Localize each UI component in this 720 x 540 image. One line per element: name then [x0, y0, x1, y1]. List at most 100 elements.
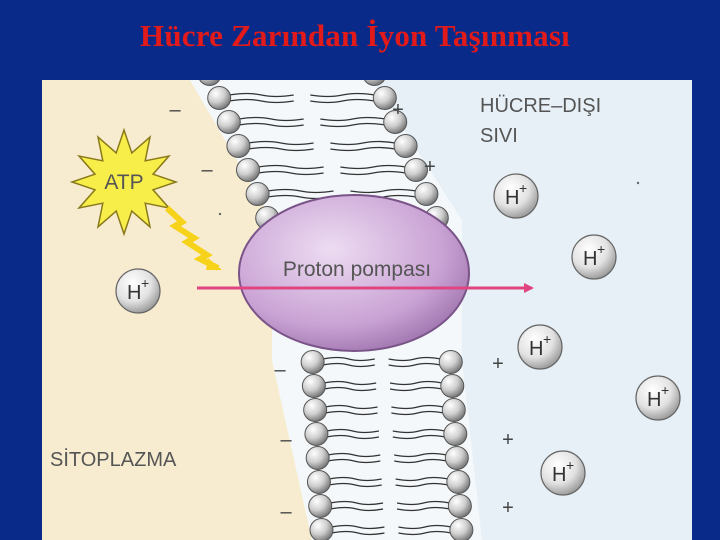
lipid-head	[364, 80, 385, 86]
slide-title: Hücre Zarından İyon Taşınması	[140, 18, 570, 53]
lipid-head	[303, 398, 328, 422]
lipid-head	[447, 494, 472, 518]
ion-symbol: H	[583, 248, 597, 270]
proton-ion: H+	[540, 450, 586, 496]
lipid-tail	[388, 362, 441, 368]
lipid-tail	[327, 452, 381, 458]
lipid-tail	[328, 476, 382, 482]
lipid-head	[236, 158, 260, 182]
lipid-head	[372, 86, 397, 110]
lipid-tail	[327, 458, 381, 464]
lipid-tail	[238, 122, 304, 128]
lipid-head	[446, 470, 471, 494]
lipid-tail	[325, 410, 378, 416]
lipid-head	[441, 398, 466, 422]
lipid-head	[414, 182, 439, 206]
cytoplasm-label: SİTOPLAZMA	[50, 448, 177, 471]
diagram-canvas: ATP Proton pompası HÜCRE–DIŞI SIVI SİTOP…	[42, 80, 692, 540]
lipid-tail	[326, 428, 380, 434]
lipid-head	[300, 350, 325, 374]
proton-ion: H+	[635, 375, 681, 421]
lipid-tail	[389, 380, 443, 386]
ion-symbol: H	[552, 464, 566, 486]
lipid-head	[216, 110, 241, 134]
membrane-diagram: ATP Proton pompası HÜCRE–DIŞI SIVI SİTOP…	[42, 80, 692, 540]
minus-charge: –	[201, 159, 213, 181]
lipid-head	[444, 446, 469, 470]
lipid-tail	[320, 116, 386, 122]
lipid-tail	[257, 164, 324, 170]
proton-ion: H+	[115, 268, 161, 314]
lipid-tail	[330, 506, 384, 512]
lipid-tail	[248, 140, 314, 146]
lipid-tail	[396, 500, 450, 506]
speck	[218, 212, 222, 216]
lipid-head	[305, 446, 330, 470]
charge-signs: ––++–––+++	[169, 99, 513, 523]
lipid-head	[440, 374, 465, 398]
lipid-tail	[328, 482, 382, 488]
lipid-tail	[323, 386, 377, 392]
lipid-tail	[392, 428, 446, 434]
ion-charge: +	[543, 331, 551, 347]
minus-charge: –	[280, 501, 292, 523]
ion-symbol: H	[529, 338, 543, 360]
lipid-tail	[330, 500, 384, 506]
lipid-tail	[391, 410, 444, 416]
lipid-tail	[340, 164, 407, 170]
atp-burst: ATP	[69, 127, 179, 237]
ion-charge: +	[661, 382, 669, 398]
lipid-tail	[229, 98, 294, 104]
ion-symbol: H	[647, 389, 661, 411]
ion-charge: +	[519, 180, 527, 196]
lipid-head	[245, 182, 270, 206]
speck	[636, 181, 640, 185]
energy-bolt-icon	[164, 205, 220, 271]
plus-charge: +	[392, 99, 404, 121]
lipid-tail	[330, 140, 396, 146]
lipid-tail	[331, 530, 385, 536]
lipid-tail	[310, 92, 375, 98]
plus-charge: +	[492, 353, 504, 375]
lipid-tail	[322, 362, 375, 368]
lipid-tail	[257, 170, 324, 176]
lipid-tail	[322, 356, 375, 362]
lipid-head	[199, 80, 220, 86]
lipid-tail	[394, 458, 447, 464]
lipid-head	[301, 374, 326, 398]
minus-charge: –	[274, 359, 286, 381]
lipid-head	[207, 86, 232, 110]
proton-ion: H+	[571, 234, 617, 280]
lipid-tail	[326, 434, 380, 440]
proton-pump	[238, 194, 470, 352]
proton-ion: H+	[493, 173, 539, 219]
plus-charge: +	[502, 429, 514, 451]
lipid-head	[393, 134, 418, 158]
lipid-tail	[388, 356, 441, 362]
minus-charge: –	[280, 429, 292, 451]
lipid-tail	[394, 452, 447, 458]
lipid-tail	[320, 122, 386, 128]
proton-ions: H+H+H+H+H+H+	[115, 173, 681, 496]
lipid-tail	[392, 434, 446, 440]
lipid-tail	[395, 482, 449, 488]
extracellular-label-line2: SIVI	[480, 125, 518, 147]
lipid-tail	[325, 404, 378, 410]
lipid-tail	[395, 476, 449, 482]
lipid-tail	[267, 188, 334, 194]
lipid-head	[438, 350, 463, 374]
lipid-tail	[330, 146, 396, 152]
lipid-head	[449, 518, 474, 540]
lipid-bilayer	[199, 80, 474, 540]
lipid-tail	[391, 404, 444, 410]
plus-charge: +	[424, 156, 436, 178]
lipid-head	[383, 110, 408, 134]
lipid-head	[226, 134, 251, 158]
proton-ion: H+	[517, 324, 563, 370]
ion-charge: +	[141, 275, 149, 291]
ion-symbol: H	[505, 187, 519, 209]
lipid-tail	[331, 524, 385, 530]
lipid-tail	[398, 524, 452, 530]
atp-label: ATP	[104, 171, 143, 194]
pump-label: Proton pompası	[283, 258, 431, 281]
